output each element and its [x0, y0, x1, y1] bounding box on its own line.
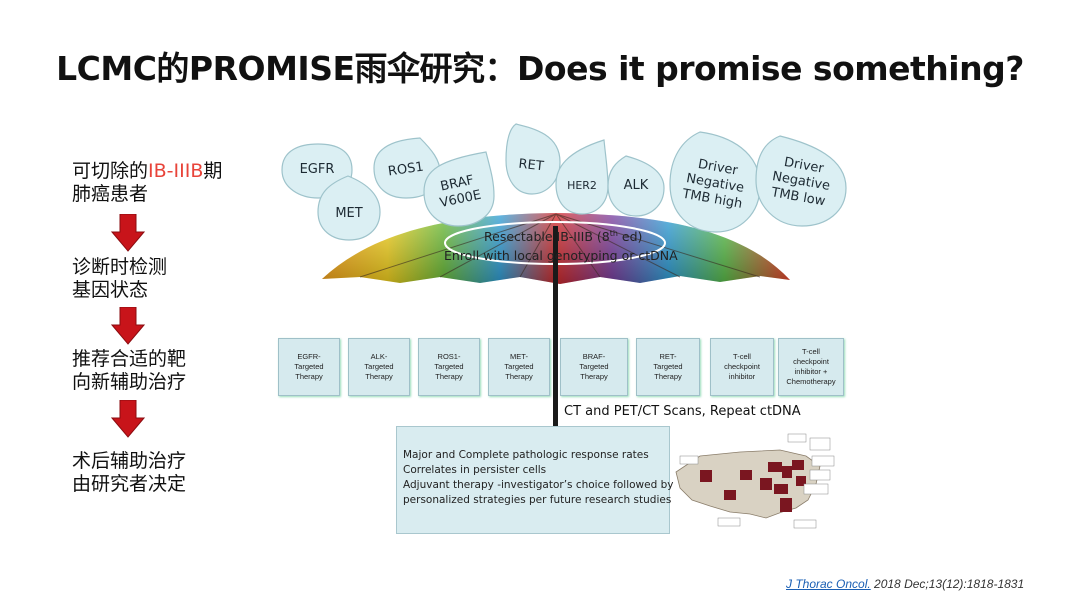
- therapy-checkpoint-l2: checkpoint: [724, 362, 760, 371]
- step-1-stage-a: IB-: [148, 160, 174, 182]
- therapy-alk-l3: Therapy: [365, 372, 393, 381]
- scan-text: CT and PET/CT Scans, Repeat ctDNA: [564, 404, 801, 419]
- umbrella-line-1-end: ed): [617, 229, 643, 245]
- therapy-met-l3: Therapy: [505, 372, 533, 381]
- step-1: 可切除的IB-IIIB期 肺癌患者: [72, 160, 222, 206]
- step-3-line-2: 向新辅助治疗: [72, 371, 187, 393]
- slide-title: LCMC的PROMISE雨伞研究：Does it promise somethi…: [56, 49, 1024, 88]
- step-1-text: 可切除的: [72, 160, 149, 182]
- citation: J Thorac Oncol. 2018 Dec;13(12):1818-183…: [786, 577, 1024, 591]
- umbrella-line-1: Resectable IB-IIIB (8th ed): [484, 229, 642, 244]
- step-3: 推荐合适的靶 向新辅助治疗: [72, 348, 186, 394]
- result-line-3: Adjuvant therapy -investigator’s choice …: [403, 479, 674, 491]
- therapy-checkpoint-l3: inhibitor: [728, 372, 756, 381]
- drop-ret-shape: [505, 123, 561, 195]
- drop-alk-shape: [607, 155, 665, 217]
- drop-her2: HER2: [567, 179, 597, 192]
- step-2: 诊断时检测 基因状态: [72, 256, 167, 302]
- therapy-braf-l1: BRAF-: [582, 352, 606, 361]
- step-4-line-1: 术后辅助治疗: [72, 450, 187, 472]
- therapy-met-l2: Targeted: [504, 362, 534, 371]
- drop-met-shape: [317, 175, 381, 241]
- therapy-braf-l2: Targeted: [579, 362, 609, 371]
- down-arrow-icon-1: [111, 214, 145, 252]
- therapy-met-l1: MET-: [510, 352, 528, 361]
- drop-egfr: EGFR: [299, 162, 335, 177]
- down-arrow-icon-3: [111, 400, 145, 438]
- therapy-alk-l1: ALK-: [370, 352, 388, 361]
- therapy-chemo-l2: checkpoint: [793, 357, 829, 366]
- drop-braf-shape: [423, 151, 495, 227]
- step-1-suffix: 期: [203, 160, 223, 182]
- umbrella-line-1-main: Resectable IB-IIIB (8: [484, 229, 610, 245]
- therapy-egfr-l1: EGFR-: [297, 352, 321, 361]
- down-arrow-icon-2: [111, 307, 145, 345]
- step-4-line-2: 由研究者决定: [72, 473, 187, 495]
- step-2-line-2: 基因状态: [72, 279, 149, 301]
- results-box: Major and Complete pathologic response r…: [396, 426, 674, 534]
- drop-met: MET: [335, 206, 363, 221]
- therapy-ret-l1: RET-: [659, 352, 677, 361]
- therapy-chemo-l4: Chemotherapy: [786, 377, 836, 386]
- therapy-egfr-l3: Therapy: [295, 372, 323, 381]
- step-2-line-1: 诊断时检测: [72, 256, 168, 278]
- therapy-alk-l2: Targeted: [364, 362, 394, 371]
- drop-alk: ALK: [623, 178, 649, 193]
- therapy-ros1-l3: Therapy: [435, 372, 463, 381]
- us-sites-map: [675, 433, 835, 529]
- step-1-line-1: 可切除的IB-IIIB期: [72, 160, 222, 183]
- step-3-line-1: 推荐合适的靶: [72, 348, 187, 370]
- result-line-1: Major and Complete pathologic response r…: [403, 449, 649, 461]
- therapy-ros1-l1: ROS1-: [437, 352, 461, 361]
- therapy-chemo-l1: T-cell: [802, 347, 820, 356]
- step-4: 术后辅助治疗 由研究者决定: [72, 450, 186, 496]
- step-1-line-2: 肺癌患者: [72, 183, 149, 205]
- therapy-checkpoint-l1: T-cell: [733, 352, 751, 361]
- therapy-braf-l3: Therapy: [580, 372, 608, 381]
- umbrella-line-1-sup: th: [609, 229, 618, 238]
- therapy-ret-l2: Targeted: [653, 362, 683, 371]
- citation-journal-link[interactable]: J Thorac Oncol.: [786, 577, 871, 591]
- result-line-4: personalized strategies per future resea…: [403, 494, 672, 506]
- drop-her2-shape: [555, 139, 609, 215]
- therapy-ret-l3: Therapy: [654, 372, 682, 381]
- therapy-ros1-l2: Targeted: [434, 362, 464, 371]
- umbrella-shaft: [553, 226, 558, 426]
- step-1-stage-b: IIIB: [173, 160, 204, 182]
- umbrella-line-2: Enroll with local genotyping or ctDNA: [444, 248, 678, 263]
- result-line-2: Correlates in persister cells: [403, 464, 547, 476]
- citation-ref: 2018 Dec;13(12):1818-1831: [870, 577, 1025, 591]
- therapy-egfr-l2: Targeted: [294, 362, 324, 371]
- drop-dn-low-shape: [755, 135, 847, 227]
- therapy-chemo-l3: inhibitor +: [794, 367, 828, 376]
